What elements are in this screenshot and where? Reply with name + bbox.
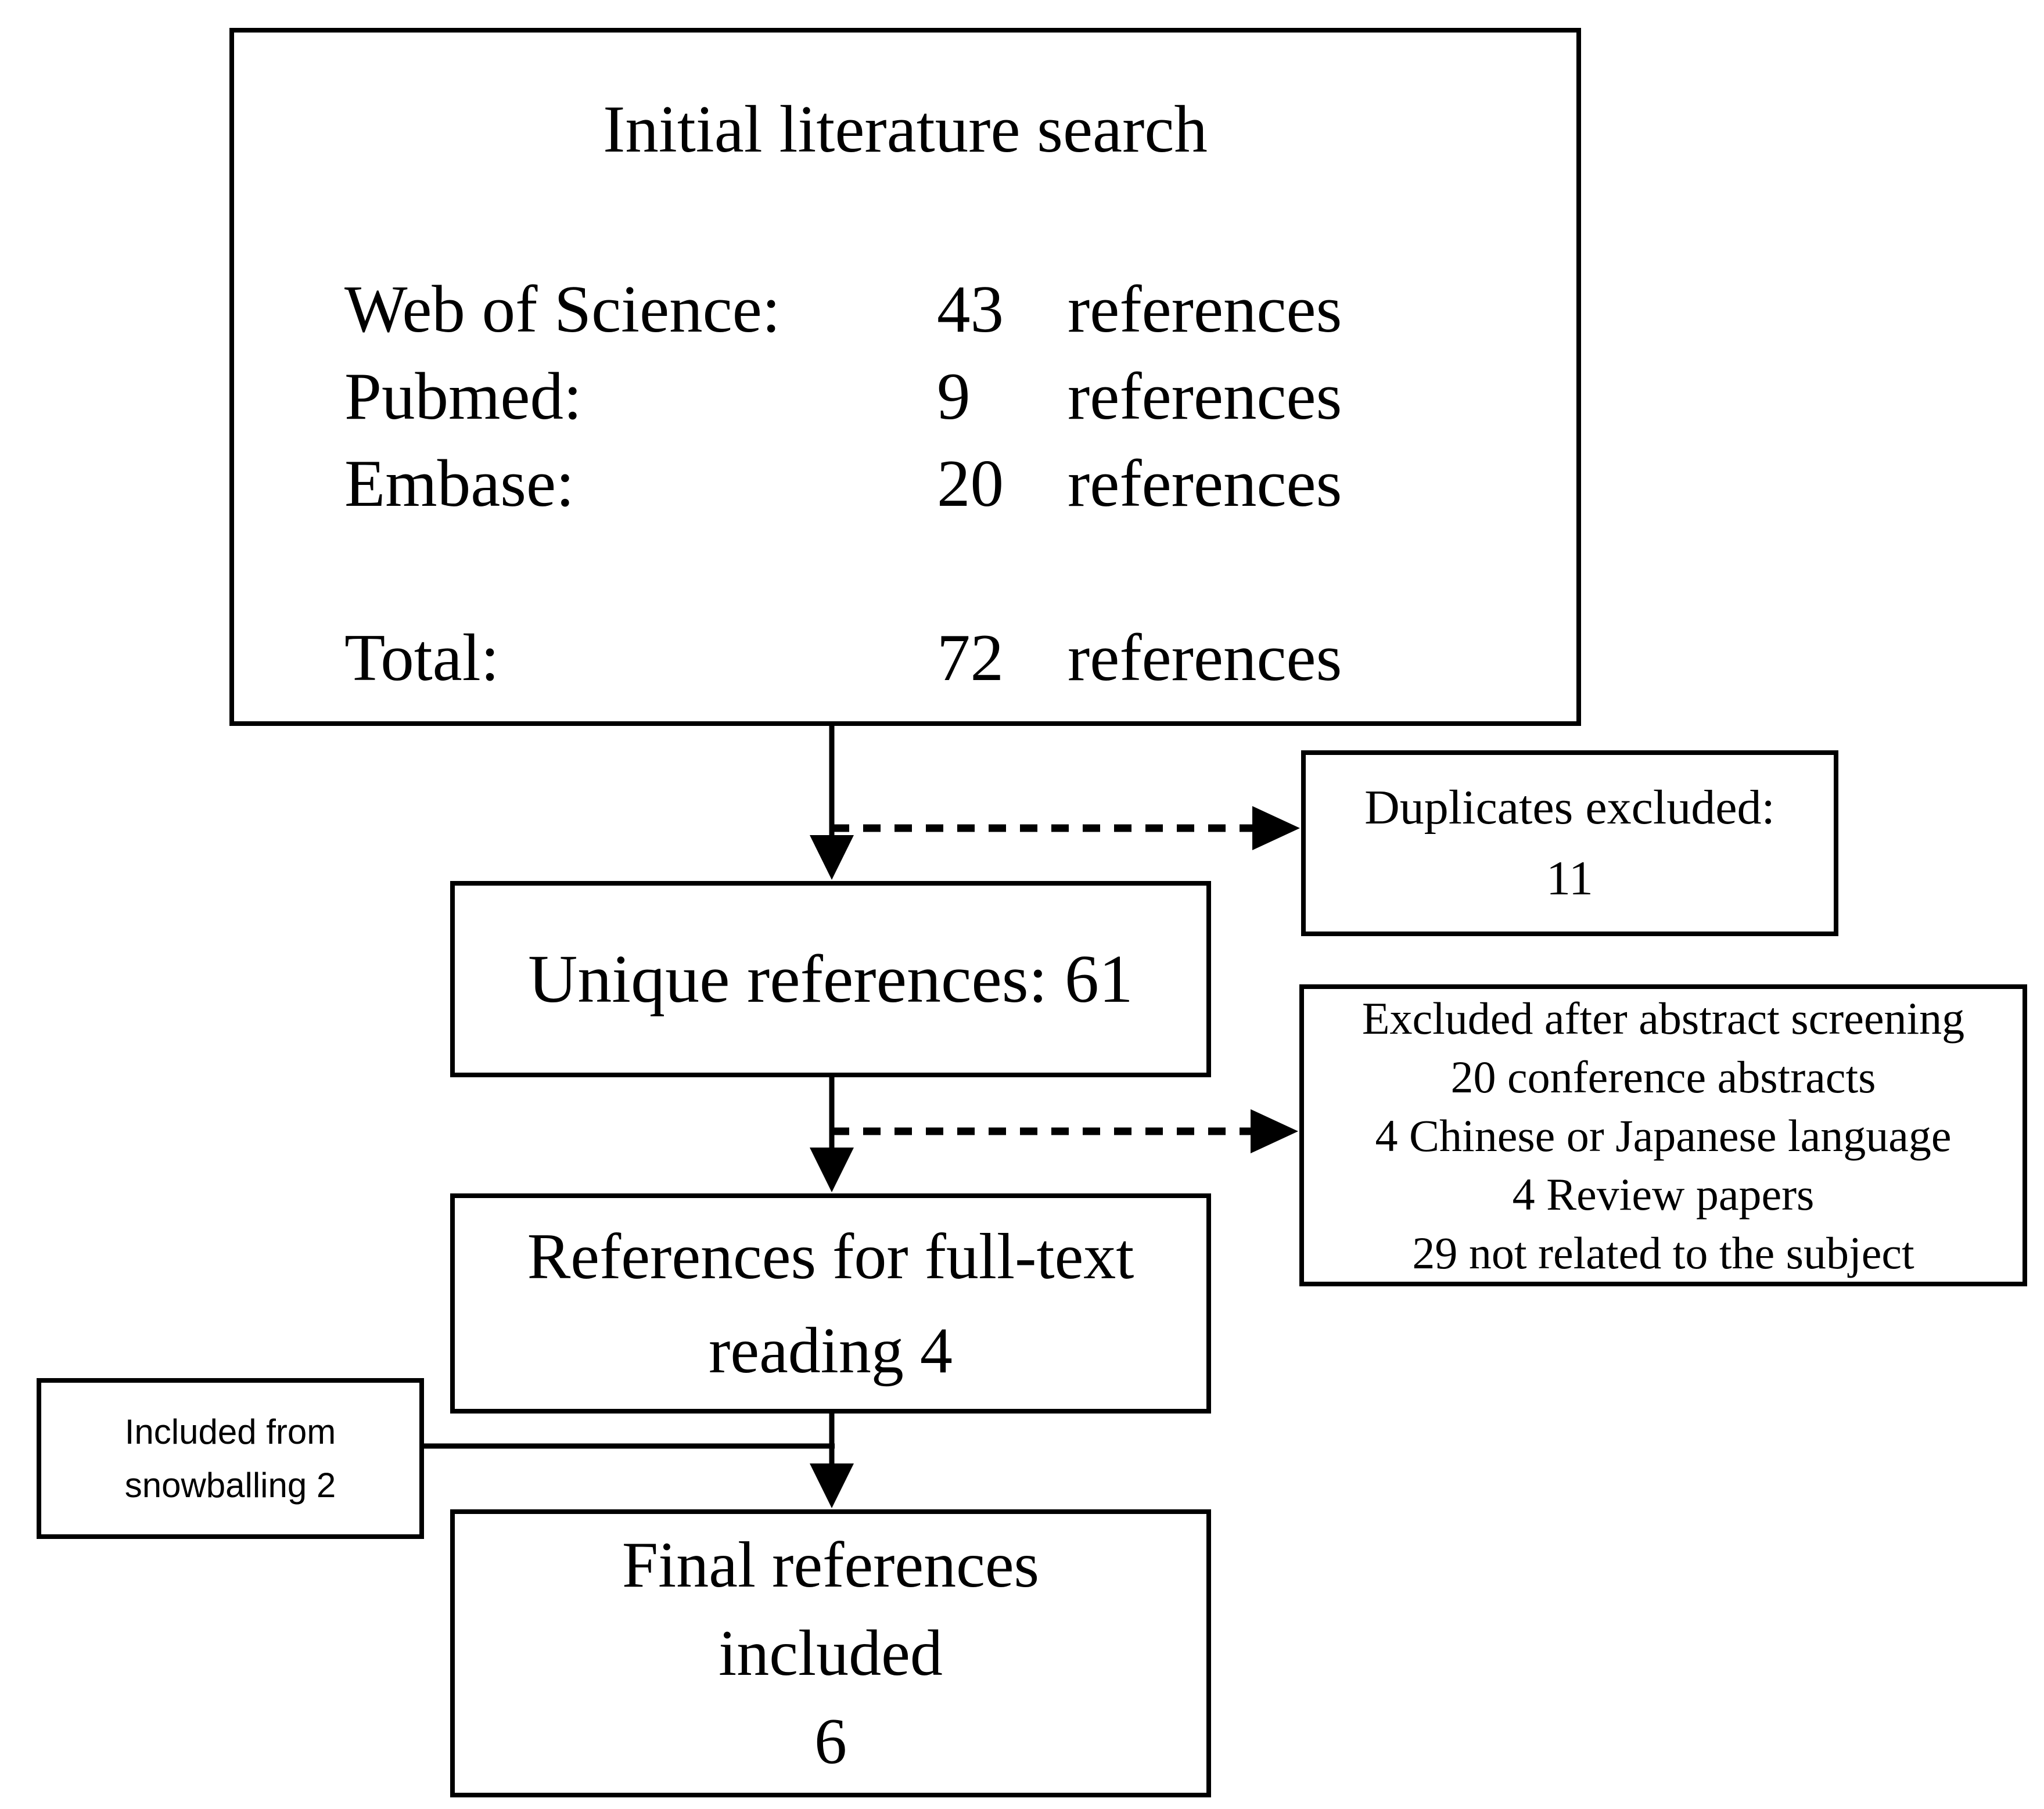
snowballing-line2: snowballing 2 [124, 1465, 336, 1505]
source-unit: references [1068, 447, 1342, 520]
snowballing-box: Included from snowballing 2 [37, 1378, 424, 1539]
final-references-box: Final references included 6 [450, 1509, 1211, 1797]
excluded-heading: Excluded after abstract screening [1362, 992, 1965, 1044]
final-line1: Final references [622, 1529, 1040, 1601]
arrow-initial-to-unique [810, 726, 854, 880]
source-row-pubmed: Pubmed: 9 references [344, 353, 1576, 440]
final-count: 6 [814, 1706, 847, 1778]
dashed-arrow-duplicates [832, 806, 1300, 850]
duplicates-excluded-label: Duplicates excluded: [1364, 781, 1775, 835]
unique-references-box: Unique references: 61 [450, 881, 1211, 1077]
arrow-unique-to-fulltext [810, 1077, 854, 1192]
fulltext-line1: References for full-text [527, 1220, 1134, 1293]
initial-search-title: Initial literature search [603, 92, 1208, 166]
source-count: 9 [937, 359, 971, 433]
source-row-embase: Embase: 20 references [344, 440, 1576, 527]
source-rows: Web of Science: 43 references Pubmed: 9 … [234, 266, 1576, 702]
fulltext-reading-box: References for full-text reading 4 [450, 1193, 1211, 1414]
total-count: 72 [937, 621, 1004, 695]
source-label: Pubmed: [344, 359, 582, 433]
excluded-reason: 4 Review papers [1512, 1168, 1815, 1220]
excluded-reason: 4 Chinese or Japanese language [1375, 1110, 1952, 1161]
final-line2: included [719, 1617, 943, 1689]
total-label: Total: [344, 621, 500, 695]
source-unit: references [1068, 272, 1342, 346]
fulltext-line2: reading 4 [709, 1314, 953, 1387]
source-count: 20 [937, 447, 1004, 520]
source-row-web-of-science: Web of Science: 43 references [344, 266, 1576, 353]
unique-references-text: Unique references: 61 [528, 941, 1133, 1017]
source-count: 43 [937, 272, 1004, 346]
source-row-total: Total: 72 references [344, 614, 1576, 702]
excluded-reason: 20 conference abstracts [1450, 1051, 1876, 1102]
excluded-reason: 29 not related to the subject [1412, 1227, 1914, 1278]
source-unit: references [1068, 359, 1342, 433]
duplicates-excluded-box: Duplicates excluded: 11 [1301, 750, 1838, 936]
snowballing-line1: Included from [124, 1412, 336, 1451]
abstract-screening-excluded-box: Excluded after abstract screening 20 con… [1299, 984, 2027, 1286]
dashed-arrow-excluded [832, 1109, 1298, 1153]
source-label: Web of Science: [344, 272, 781, 346]
arrow-fulltext-to-final [810, 1414, 854, 1508]
duplicates-excluded-count: 11 [1546, 851, 1593, 905]
total-unit: references [1068, 621, 1342, 695]
source-label: Embase: [344, 447, 574, 520]
initial-search-box: Initial literature search Web of Science… [229, 28, 1581, 726]
